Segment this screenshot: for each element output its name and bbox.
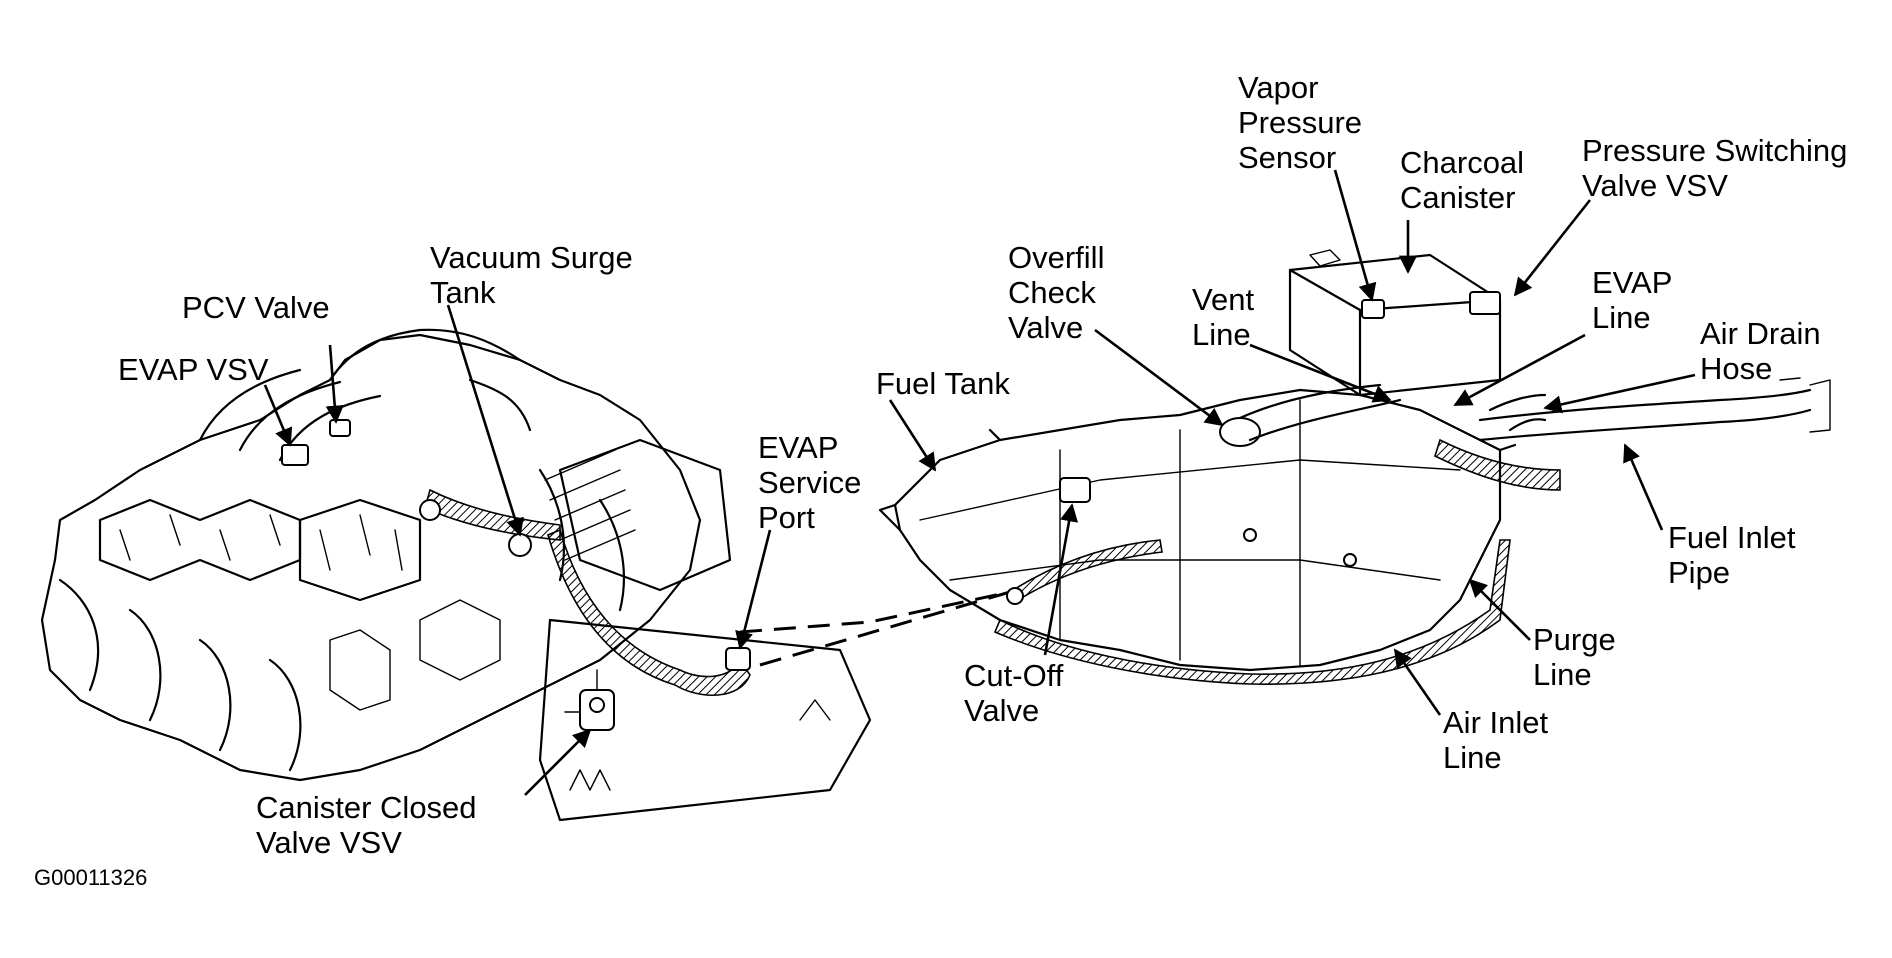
label-fuel-tank: Fuel Tank bbox=[876, 366, 1010, 401]
label-evap-line: EVAP Line bbox=[1592, 265, 1673, 335]
leader-air-drain-hose bbox=[1543, 373, 1696, 414]
label-vacuum-surge-tank: Vacuum Surge Tank bbox=[430, 240, 633, 310]
label-charcoal-canister: Charcoal Canister bbox=[1400, 145, 1525, 215]
leader-fuel-inlet-pipe bbox=[1623, 443, 1664, 531]
leader-evap-vsv bbox=[263, 384, 293, 447]
leader-pcv-valve bbox=[325, 344, 344, 424]
label-vapor-pressure-sensor: Vapor Pressure Sensor bbox=[1238, 70, 1363, 175]
label-evap-vsv: EVAP VSV bbox=[118, 352, 269, 387]
leader-pressure-switching-vsv bbox=[1513, 199, 1592, 297]
leader-lines bbox=[263, 169, 1696, 796]
label-fuel-inlet-pipe: Fuel Inlet Pipe bbox=[1668, 520, 1796, 590]
leader-evap-service-port bbox=[735, 529, 772, 650]
leader-vapor-pressure-sensor bbox=[1333, 169, 1377, 302]
leader-fuel-tank bbox=[888, 399, 937, 472]
label-pressure-switching-valve-vsv: Pressure Switching Valve VSV bbox=[1582, 133, 1848, 203]
label-cut-off-valve: Cut-Off Valve bbox=[964, 658, 1064, 728]
leader-purge-line bbox=[1468, 578, 1531, 641]
label-pcv-valve: PCV Valve bbox=[182, 290, 330, 325]
leader-overfill-check-valve bbox=[1094, 328, 1224, 427]
label-overfill-check-valve: Overfill Check Valve bbox=[1008, 240, 1105, 345]
figure-id: G00011326 bbox=[34, 865, 148, 890]
label-evap-service-port: EVAP Service Port bbox=[758, 430, 862, 535]
label-purge-line: Purge Line bbox=[1533, 622, 1616, 692]
leader-cut-off-valve bbox=[1043, 503, 1079, 656]
label-air-inlet-line: Air Inlet Line bbox=[1443, 705, 1549, 775]
engine-drawing bbox=[40, 328, 872, 822]
leader-air-inlet-line bbox=[1393, 648, 1442, 716]
label-vent-line: Vent Line bbox=[1192, 282, 1255, 352]
label-canister-closed-valve-vsv: Canister Closed Valve VSV bbox=[256, 790, 477, 860]
label-air-drain-hose: Air Drain Hose bbox=[1700, 316, 1821, 386]
leader-canister-closed-valve bbox=[524, 728, 592, 796]
leader-evap-line bbox=[1453, 333, 1586, 407]
leader-vent-line bbox=[1249, 343, 1392, 403]
leader-vacuum-surge-tank bbox=[446, 304, 524, 537]
dashed-connection-line bbox=[739, 590, 1011, 667]
